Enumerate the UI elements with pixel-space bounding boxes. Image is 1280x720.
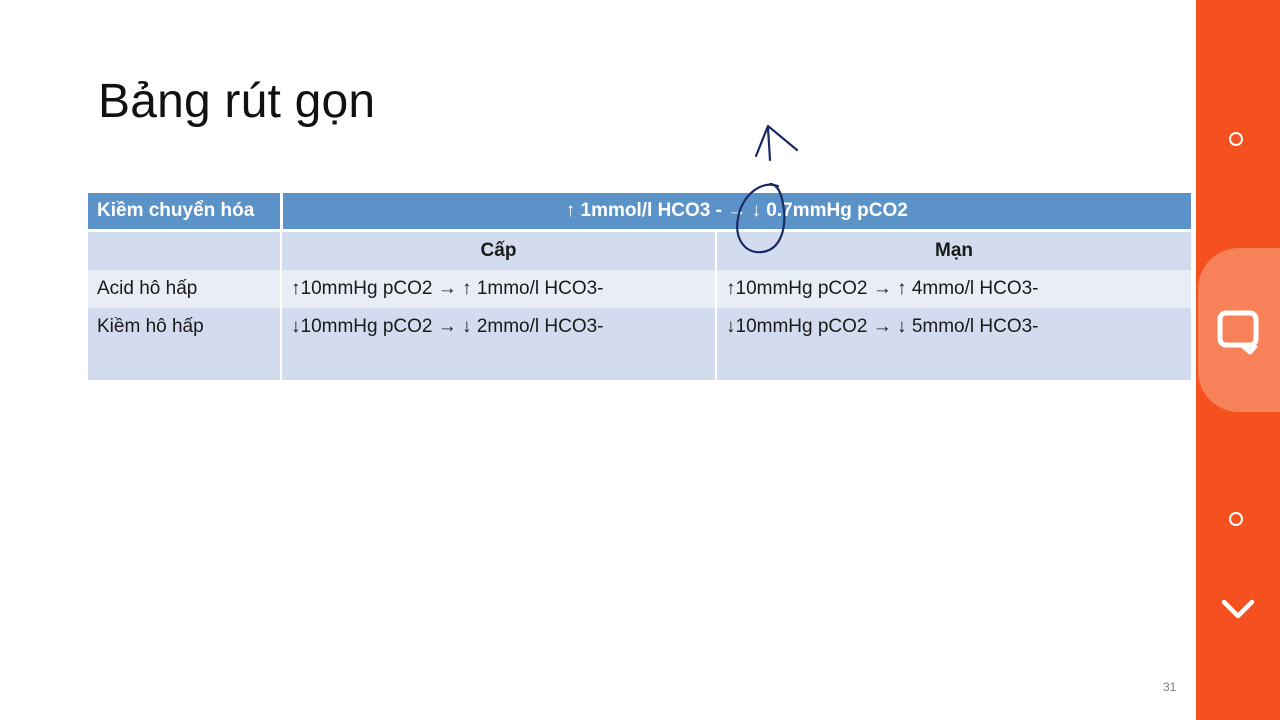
header-label-cell: Kiềm chuyển hóa (88, 193, 283, 232)
summary-table: Kiềm chuyển hóa ↑ 1mmol/l HCO3 - → ↓ 0.7… (88, 193, 1192, 380)
circle-icon[interactable] (1229, 512, 1243, 526)
header-rule-cell: ↑ 1mmol/l HCO3 - → ↓ 0.7mmHg pCO2 (279, 193, 1192, 232)
empty-cell (88, 230, 281, 270)
acute-cell: ↑10mmHg pCO2 → ↑ 1mmo/l HCO3- (280, 270, 716, 308)
table-header-row: Kiềm chuyển hóa ↑ 1mmol/l HCO3 - → ↓ 0.7… (88, 193, 1192, 232)
chat-square-icon (1217, 310, 1259, 355)
chronic-cell: ↓10mmHg pCO2 → ↓ 5mmo/l HCO3- (714, 308, 1192, 380)
ink-arrow-up (754, 124, 799, 162)
row-label: Acid hô hấp (88, 270, 281, 308)
chronic-cell: ↑10mmHg pCO2 → ↑ 4mmo/l HCO3- (714, 270, 1192, 308)
chat-button[interactable] (1198, 248, 1280, 412)
floating-sidebar (1196, 0, 1280, 720)
chevron-down-icon[interactable] (1218, 596, 1258, 624)
column-header-row: Cấp Mạn (88, 230, 1192, 270)
slide-title: Bảng rút gọn (98, 75, 376, 128)
acute-cell: ↓10mmHg pCO2 → ↓ 2mmo/l HCO3- (280, 308, 716, 380)
column-acute-header: Cấp (280, 230, 716, 270)
circle-icon[interactable] (1229, 132, 1243, 146)
presentation-slide: Bảng rút gọn Kiềm chuyển hóa ↑ 1mmol/l H… (88, 75, 1192, 694)
page-number: 31 (1163, 680, 1177, 694)
table-row: Acid hô hấp ↑10mmHg pCO2 → ↑ 1mmo/l HCO3… (88, 270, 1192, 308)
column-chronic-header: Mạn (714, 230, 1192, 270)
table-row: Kiềm hô hấp ↓10mmHg pCO2 → ↓ 2mmo/l HCO3… (88, 308, 1192, 380)
row-label: Kiềm hô hấp (88, 308, 281, 380)
